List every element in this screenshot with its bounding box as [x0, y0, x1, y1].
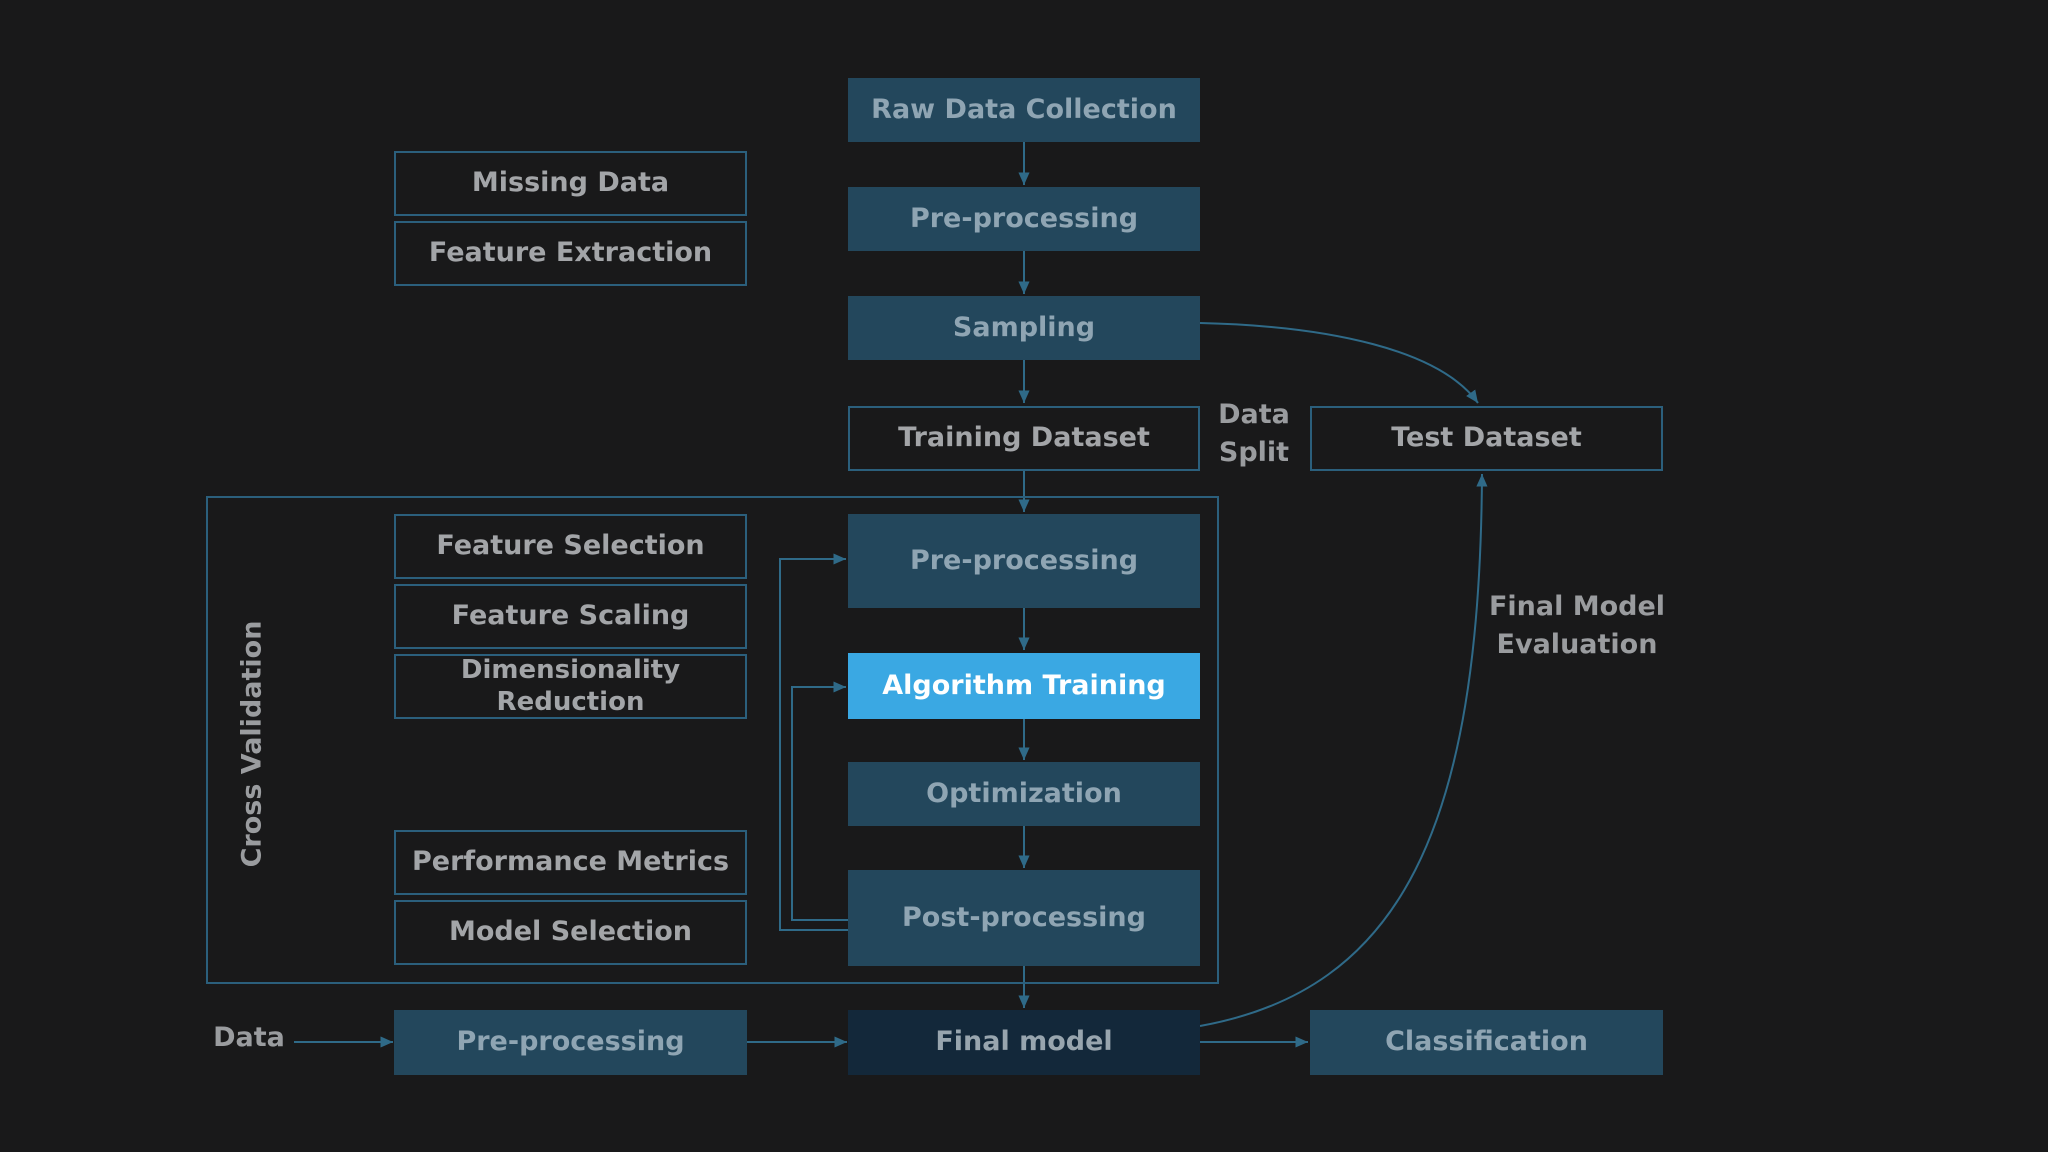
loop-postprocessing-to-preprocessing: [779, 553, 848, 931]
preprocessing-box[interactable]: Pre-processing: [848, 187, 1200, 251]
classification-box[interactable]: Classification: [1310, 1010, 1663, 1075]
cross-validation-label: Cross Validation: [236, 620, 268, 868]
bottom-preprocessing-box[interactable]: Pre-processing: [394, 1010, 747, 1075]
final-model-evaluation-line-1: Final Model: [1488, 591, 1666, 622]
data-split-line-1: Data: [1218, 399, 1290, 430]
algorithm-training-box[interactable]: Algorithm Training: [848, 653, 1200, 719]
sampling-box[interactable]: Sampling: [848, 296, 1200, 360]
missing-data-box[interactable]: Missing Data: [394, 151, 747, 216]
data-split-line-2: Split: [1218, 437, 1290, 468]
final-model-evaluation-label: Final Model Evaluation: [1484, 588, 1670, 664]
training-dataset-box[interactable]: Training Dataset: [848, 406, 1200, 471]
test-dataset-box[interactable]: Test Dataset: [1310, 406, 1663, 471]
final-model-box[interactable]: Final model: [848, 1010, 1200, 1075]
loop-postprocessing-to-training: [791, 681, 848, 921]
cross-validation-frame: [206, 496, 1219, 984]
postprocessing-box[interactable]: Post-processing: [848, 870, 1200, 966]
arrow-sampling-to-test: [1199, 322, 1479, 404]
cv-preprocessing-box[interactable]: Pre-processing: [848, 514, 1200, 608]
feature-extraction-box[interactable]: Feature Extraction: [394, 221, 747, 286]
final-model-evaluation-line-2: Evaluation: [1496, 629, 1658, 660]
data-split-label: Data Split: [1208, 396, 1300, 472]
dimensionality-reduction-box[interactable]: Dimensionality Reduction: [394, 654, 747, 719]
optimization-box[interactable]: Optimization: [848, 762, 1200, 826]
feature-scaling-box[interactable]: Feature Scaling: [394, 584, 747, 649]
performance-metrics-box[interactable]: Performance Metrics: [394, 830, 747, 895]
feature-selection-box[interactable]: Feature Selection: [394, 514, 747, 579]
data-input-label: Data: [213, 1022, 285, 1053]
arrow-final-model-to-test: [1199, 473, 1488, 1027]
raw-data-collection-box[interactable]: Raw Data Collection: [848, 78, 1200, 142]
model-selection-box[interactable]: Model Selection: [394, 900, 747, 965]
